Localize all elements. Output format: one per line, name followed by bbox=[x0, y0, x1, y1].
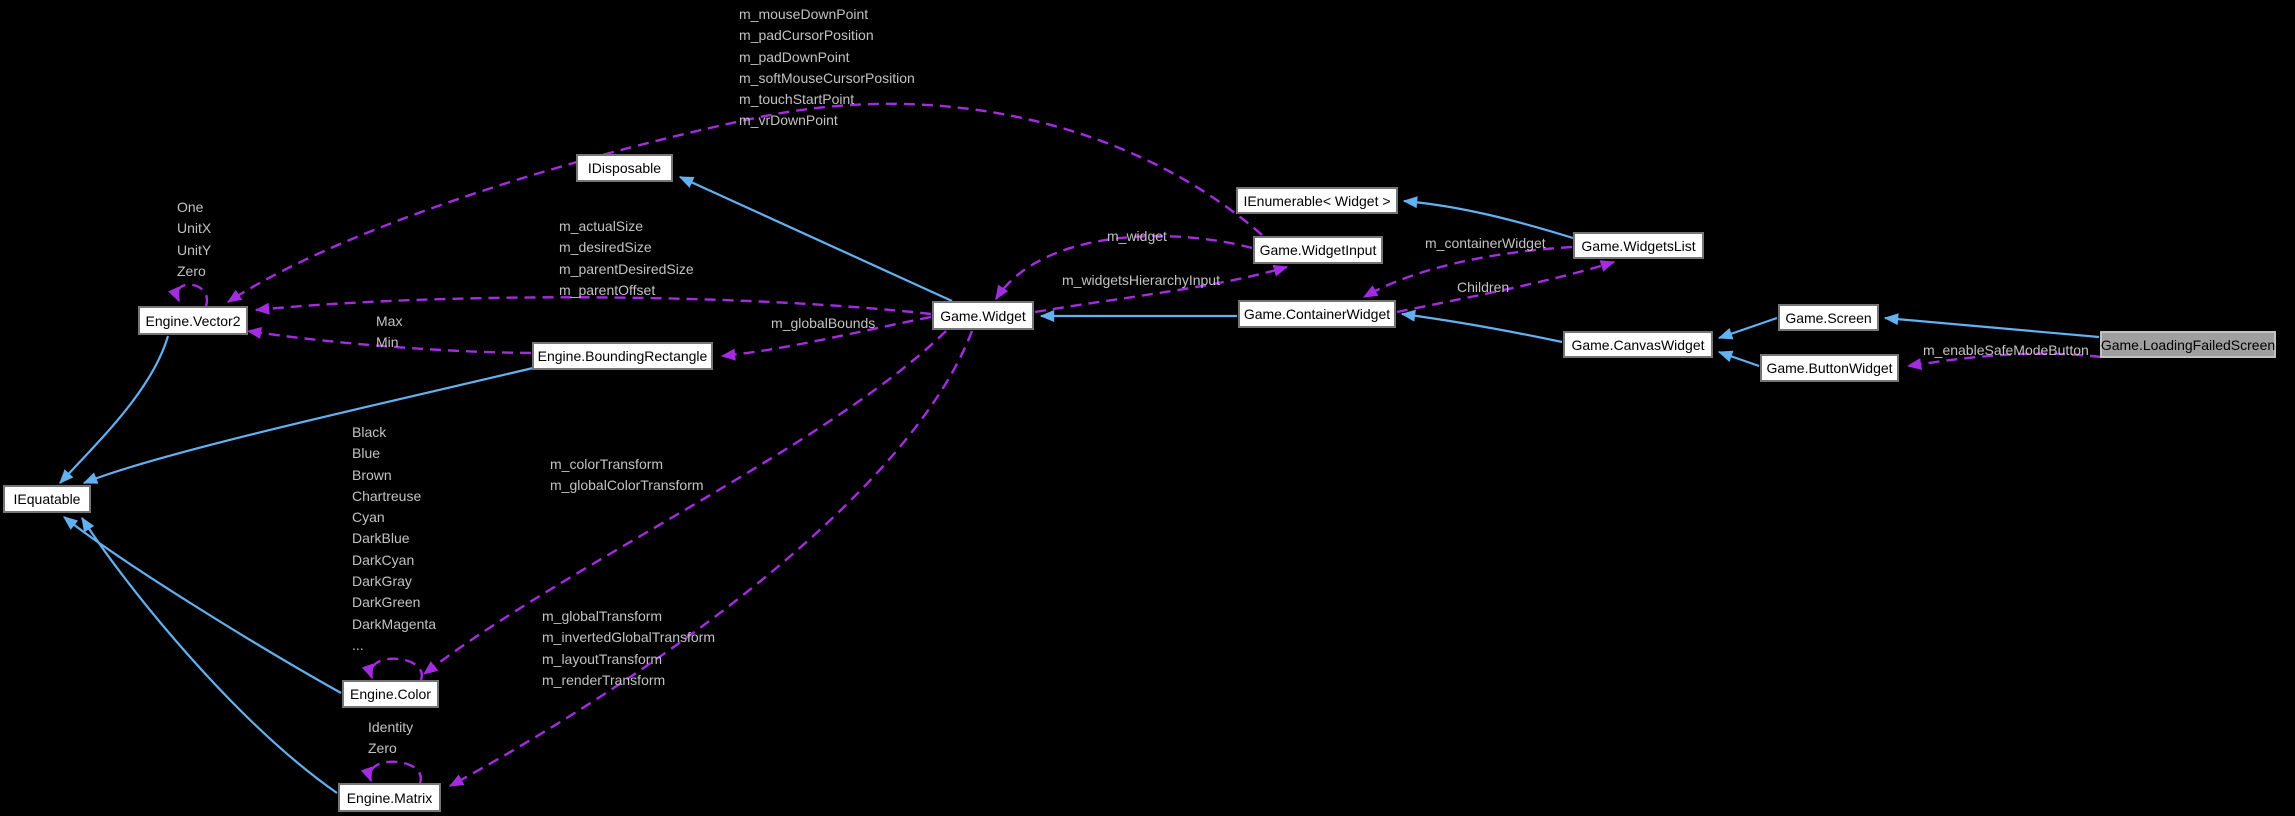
edge-label-line: One bbox=[177, 199, 204, 215]
edge-label-line: m_padCursorPosition bbox=[739, 27, 874, 44]
edge-canvaswidget-to-containerwidget bbox=[1400, 309, 1563, 344]
edge-label-line: m_globalColorTransform bbox=[550, 477, 704, 494]
node-game-widgetslist[interactable]: Game.WidgetsList bbox=[1573, 232, 1704, 259]
edge-label-line: DarkMagenta bbox=[352, 615, 437, 632]
edge-label-line: m_layoutTransform bbox=[542, 650, 663, 667]
edge-label-line: Min bbox=[376, 334, 399, 351]
edge-widget-to-color bbox=[423, 330, 947, 675]
edge-label-line: Brown bbox=[352, 466, 392, 483]
edge-widget-to-widgetinput bbox=[1034, 264, 1289, 314]
edge-label-line: m_renderTransform bbox=[542, 671, 666, 688]
edge-widgetinput-to-vector2 bbox=[226, 102, 1263, 304]
edge-label-line: m_vrDownPoint bbox=[739, 112, 838, 129]
node-engine-matrix[interactable]: Engine.Matrix bbox=[338, 783, 441, 812]
edge-widgetinput-to-widget bbox=[994, 234, 1253, 301]
edge-label-line: Black bbox=[352, 424, 387, 440]
edge-label-m-widget: m_widget bbox=[1107, 226, 1167, 247]
edge-label-line: m_globalBounds bbox=[771, 315, 876, 331]
edge-containerwidget-to-widgetslist bbox=[1396, 260, 1616, 314]
edge-loadingfailedscreen-to-buttonwidget bbox=[1906, 352, 2102, 370]
edge-label-line: ... bbox=[352, 636, 364, 653]
edge-widget-to-matrix bbox=[448, 330, 974, 788]
edge-boundingrectangle-to-vector2 bbox=[246, 327, 532, 355]
edge-matrix-self-loop bbox=[360, 760, 422, 784]
edge-label-line: DarkGray bbox=[352, 573, 412, 590]
node-game-buttonwidget[interactable]: Game.ButtonWidget bbox=[1760, 354, 1899, 382]
edge-label-container-widget: m_containerWidget bbox=[1425, 233, 1546, 254]
edge-label-line: m_containerWidget bbox=[1425, 235, 1546, 251]
edge-widgetslist-to-containerwidget bbox=[1362, 245, 1573, 299]
edge-label-widget-size-members: m_actualSize m_desiredSize m_parentDesired… bbox=[559, 216, 694, 301]
edge-label-line: m_parentDesiredSize bbox=[559, 260, 694, 277]
edge-widget-to-boundingrectangle bbox=[720, 315, 932, 361]
edge-label-enable-safe-mode-button: m_enableSafeModeButton bbox=[1923, 340, 2089, 361]
edge-widgetslist-to-ienumerable bbox=[1402, 196, 1574, 240]
edge-label-line: Zero bbox=[368, 740, 397, 757]
edge-label-color-transforms: m_colorTransform m_globalColorTransform bbox=[550, 454, 704, 497]
edge-matrix-to-iequatable bbox=[81, 516, 338, 794]
node-ienumerable-widget[interactable]: IEnumerable< Widget > bbox=[1236, 187, 1398, 214]
edge-label-line: UnitX bbox=[177, 220, 212, 237]
node-game-widgetinput[interactable]: Game.WidgetInput bbox=[1253, 236, 1383, 264]
edge-label-line: UnitY bbox=[177, 241, 212, 258]
edge-label-global-bounds: m_globalBounds bbox=[771, 313, 875, 334]
edge-label-line: m_widget bbox=[1107, 228, 1167, 244]
node-idisposable[interactable]: IDisposable bbox=[576, 154, 673, 182]
edge-vector2-self-loop bbox=[168, 283, 209, 307]
edge-label-line: Max bbox=[376, 313, 403, 329]
edge-label-line: m_invertedGlobalTransform bbox=[542, 629, 715, 646]
node-engine-color[interactable]: Engine.Color bbox=[342, 680, 439, 708]
edge-color-to-iequatable bbox=[63, 516, 342, 694]
node-engine-boundingrectangle[interactable]: Engine.BoundingRectangle bbox=[532, 342, 713, 370]
edge-label-line: m_colorTransform bbox=[550, 456, 664, 472]
edge-label-line: m_globalTransform bbox=[542, 608, 663, 624]
node-game-loadingfailedscreen: Game.LoadingFailedScreen bbox=[2100, 331, 2276, 358]
edge-label-line: Blue bbox=[352, 445, 381, 462]
edge-label-line: DarkBlue bbox=[352, 530, 410, 547]
edge-label-line: m_touchStartPoint bbox=[739, 91, 855, 108]
edge-label-line: m_padDownPoint bbox=[739, 48, 850, 65]
edge-boundingrectangle-to-iequatable bbox=[82, 366, 534, 485]
edge-label-matrix-transforms: m_globalTransform m_invertedGlobalTransfo… bbox=[542, 606, 715, 691]
node-game-widget[interactable]: Game.Widget bbox=[932, 301, 1034, 330]
edge-label-line: m_parentOffset bbox=[559, 281, 656, 298]
node-game-canvaswidget[interactable]: Game.CanvasWidget bbox=[1563, 331, 1713, 358]
edge-label-line: DarkCyan bbox=[352, 551, 415, 568]
edge-label-widgets-hierarchy-input: m_widgetsHierarchyInput bbox=[1062, 270, 1220, 291]
edge-label-line: Zero bbox=[177, 262, 206, 279]
node-game-screen[interactable]: Game.Screen bbox=[1778, 304, 1879, 331]
edge-label-line: m_mouseDownPoint bbox=[739, 6, 869, 22]
node-iequatable[interactable]: IEquatable bbox=[3, 485, 91, 513]
edge-buttonwidget-to-canvaswidget bbox=[1717, 350, 1760, 368]
edge-label-line: Chartreuse bbox=[352, 487, 422, 504]
edge-label-line: m_widgetsHierarchyInput bbox=[1062, 272, 1220, 288]
edge-label-widgetinput-vector2-members: m_mouseDownPoint m_padCursorPosition m_pad… bbox=[739, 4, 915, 132]
edge-widget-to-idisposable bbox=[678, 175, 953, 303]
edge-loadingfailedscreen-to-screen bbox=[1883, 313, 2100, 339]
edge-label-line: DarkGreen bbox=[352, 594, 421, 611]
edge-color-self-loop bbox=[361, 657, 423, 681]
edge-label-line: m_softMouseCursorPosition bbox=[739, 69, 915, 86]
edge-vector2-to-iequatable bbox=[59, 335, 170, 484]
edge-label-line: Identity bbox=[368, 719, 414, 735]
edge-screen-to-canvaswidget bbox=[1717, 316, 1778, 340]
edge-label-line: m_desiredSize bbox=[559, 239, 652, 256]
edge-label-line: m_enableSafeModeButton bbox=[1923, 342, 2089, 358]
node-game-containerwidget[interactable]: Game.ContainerWidget bbox=[1238, 300, 1396, 328]
node-engine-vector2[interactable]: Engine.Vector2 bbox=[138, 306, 248, 335]
edge-label-children: Children bbox=[1457, 277, 1509, 298]
edge-label-line: Cyan bbox=[352, 509, 385, 526]
edge-label-line: m_actualSize bbox=[559, 218, 644, 234]
edge-label-line: Children bbox=[1457, 279, 1510, 295]
